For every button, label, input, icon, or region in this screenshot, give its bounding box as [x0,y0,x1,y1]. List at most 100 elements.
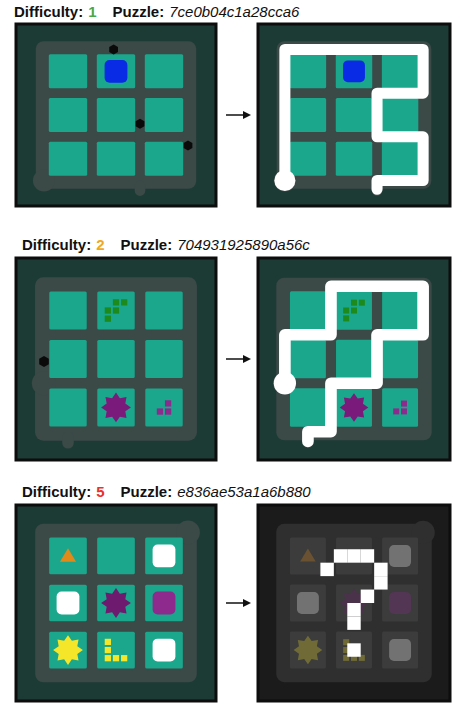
grid-cell [49,292,86,330]
star-symbol [53,635,83,665]
square-symbol [153,545,176,568]
arrow-head [243,111,251,119]
puzzle-panel [16,505,216,701]
panel-background [258,505,450,701]
grid-cell [49,538,87,575]
grid-cell [97,389,134,427]
square-symbol [297,592,319,614]
grid-cell [290,98,326,132]
grid-cell [97,632,135,669]
panel-background [16,258,216,460]
question-pixel [361,590,374,603]
block-symbol [401,408,407,414]
grid-cell [49,142,87,176]
difficulty-label: Difficulty: [22,483,91,500]
difficulty-value: 1 [88,3,96,20]
grid-cell [382,340,418,378]
grid-cell [382,98,418,132]
question-pixel [347,643,360,656]
grid-cell [290,54,326,88]
solution-path [285,49,423,189]
hexagon-dot [39,356,49,367]
square-symbol [389,545,411,567]
track-area [36,41,196,188]
dimmed-puzzle-panel [258,505,450,701]
grid-cell [382,142,418,176]
block-symbol [105,307,111,313]
grid-cell [97,142,135,176]
block-symbol [113,299,119,305]
grid-cell [336,632,372,669]
question-pixel [347,616,360,629]
grid-cell [49,585,87,622]
question-pixel [334,549,347,562]
grid-cell [49,389,86,427]
puzzle-label: Puzzle: [121,483,173,500]
difficulty-value: 5 [96,483,104,500]
arrow-head [243,599,251,607]
grid-cell [145,142,183,176]
grid-cell [336,54,372,88]
grid-cell [290,388,326,426]
puzzle-panel [258,258,450,460]
hexagon-dot [136,119,145,129]
difficulty-value: 2 [96,236,104,253]
panel-background [258,24,450,206]
grid-cell [49,54,87,88]
star-symbol [101,393,131,423]
triangle-symbol [60,548,76,561]
grid-cell [97,538,135,575]
block-symbol [105,655,111,661]
star-symbol [294,636,323,665]
end-notch [135,181,146,196]
grid-cell [336,340,372,378]
grid-cell [382,632,418,669]
grid-cell [49,340,86,378]
grid-cell [336,142,372,176]
grid-cell [145,98,183,132]
cell-symbols [105,60,128,83]
grid-cell [97,292,134,330]
grid-cell [382,585,418,622]
question-pixel [374,576,387,589]
question-pixel [320,563,333,576]
arrow-shaft [226,358,245,360]
block-symbol [351,308,357,314]
block-symbol [121,655,127,661]
hexagon-dot [109,44,118,54]
difficulty-label: Difficulty: [22,236,91,253]
block-symbol [121,299,127,305]
block-symbol [393,408,399,414]
question-pixel [374,563,387,576]
grid-cell [336,388,372,426]
star-symbol [101,588,131,618]
puzzle-id: 7ce0b04c1a28cca6 [169,3,299,20]
grid-cell [382,388,418,426]
block-symbol [343,315,349,321]
transform-arrow [226,355,251,363]
triangle-symbol [300,549,315,562]
difficulty-label: Difficulty: [14,3,83,20]
track-area [35,277,197,440]
puzzle-label: Puzzle: [113,3,165,20]
arrow-shaft [226,114,245,116]
puzzle-panel [258,24,450,206]
grid-cell [49,98,87,132]
block-symbol [113,655,119,661]
grid-cell [290,585,326,622]
panel-background [16,505,216,701]
puzzle-heading: Difficulty:2Puzzle:704931925890a56c [22,236,310,254]
block-symbol [105,316,111,322]
grid-cell [97,340,134,378]
panel-background [16,24,216,206]
cell-symbols [343,60,365,82]
grid-cell [336,98,372,132]
puzzle-id: e836ae53a1a6b880 [177,483,310,500]
question-pixel [347,603,360,616]
panel-background [258,258,450,460]
arrow-shaft [226,602,245,604]
square-symbol [389,639,411,661]
star-symbol [340,393,369,422]
block-symbol [343,308,349,314]
